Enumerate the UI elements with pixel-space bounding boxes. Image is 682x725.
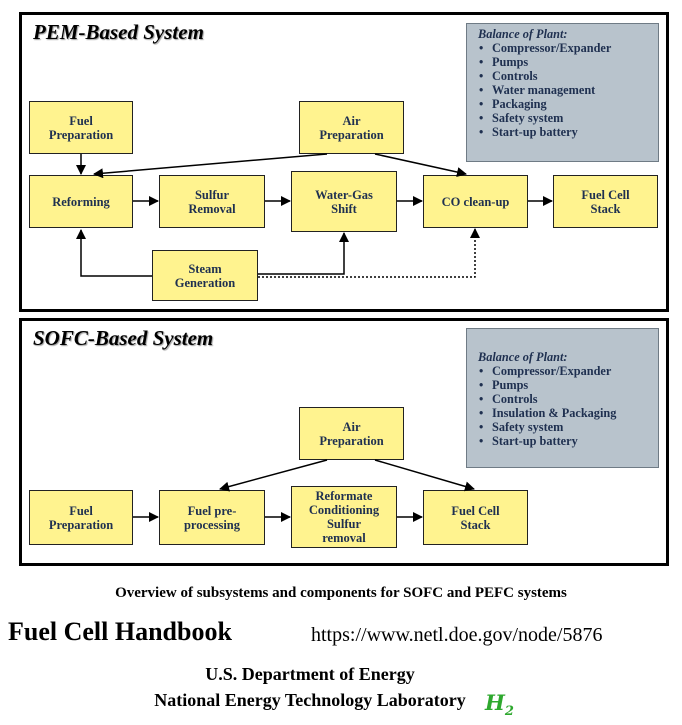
pem-fuel-cell-stack-box: Fuel Cell Stack [553,175,658,228]
pem-co-cleanup-label: CO clean-up [441,194,510,209]
pem-bop-list: Compressor/ExpanderPumpsControlsWater ma… [478,41,650,139]
figure-caption: Overview of subsystems and components fo… [115,585,567,601]
pem-steam-generation-box: Steam Generation [152,250,258,301]
pem-fuel-cell-stack-label: Fuel Cell Stack [581,187,630,216]
sofc-fuel-preprocessing-label: Fuel pre- processing [183,503,241,532]
pem-reforming-box: Reforming [29,175,133,228]
pem-fuel-preparation-box: Fuel Preparation [29,101,133,154]
pem-sulfur-removal-box: Sulfur Removal [159,175,265,228]
pem-bop-item: Start-up battery [478,125,650,139]
sofc-title: SOFC-Based System [33,326,214,350]
sofc-bop-title: Balance of Plant: [478,350,568,364]
sofc-air-preparation-label: Air Preparation [319,419,384,448]
pem-bop-item: Controls [478,69,650,83]
sofc-fuel-cell-stack-box: Fuel Cell Stack [423,490,528,545]
sofc-bop-list: Compressor/ExpanderPumpsControlsInsulati… [478,364,650,448]
pem-water-gas-shift-box: Water-Gas Shift [291,171,397,232]
h2-logo: H2 [485,690,514,720]
pem-balance-of-plant: Balance of Plant: Compressor/ExpanderPum… [466,23,659,162]
pem-air-preparation-label: Air Preparation [319,113,384,142]
sofc-bop-item: Pumps [478,378,650,392]
pem-sulfur-removal-label: Sulfur Removal [188,187,236,216]
pem-water-gas-shift-label: Water-Gas Shift [315,187,373,216]
sofc-fuel-preparation-box: Fuel Preparation [29,490,133,545]
sofc-fuel-cell-stack-label: Fuel Cell Stack [451,503,500,532]
pem-bop-title: Balance of Plant: [478,27,568,41]
handbook-title: Fuel Cell Handbook [8,617,232,646]
sofc-balance-of-plant: Balance of Plant: Compressor/ExpanderPum… [466,328,659,468]
pem-bop-item: Pumps [478,55,650,69]
sofc-bop-item: Start-up battery [478,434,650,448]
sofc-reformate-conditioning-box: Reformate Conditioning Sulfur removal [291,486,397,548]
pem-title: PEM-Based System [33,20,204,44]
pem-bop-item: Safety system [478,111,650,125]
laboratory-name: National Energy Technology Laboratory [154,690,466,710]
pem-bop-item: Compressor/Expander [478,41,650,55]
source-url[interactable]: https://www.netl.doe.gov/node/5876 [311,624,603,646]
pem-reforming-label: Reforming [52,194,110,209]
sofc-bop-item: Safety system [478,420,650,434]
pem-fuel-preparation-label: Fuel Preparation [48,113,114,142]
sofc-bop-item: Compressor/Expander [478,364,650,378]
sofc-air-preparation-box: Air Preparation [299,407,404,460]
pem-bop-item: Packaging [478,97,650,111]
pem-steam-generation-label: Steam Generation [174,261,236,290]
pem-co-cleanup-box: CO clean-up [423,175,528,228]
sofc-reformate-conditioning-label: Reformate Conditioning Sulfur removal [308,489,380,545]
pem-air-preparation-box: Air Preparation [299,101,404,154]
sofc-fuel-preprocessing-box: Fuel pre- processing [159,490,265,545]
sofc-bop-item: Controls [478,392,650,406]
sofc-bop-item: Insulation & Packaging [478,406,650,420]
pem-bop-item: Water management [478,83,650,97]
sofc-fuel-preparation-label: Fuel Preparation [48,503,114,532]
department-name: U.S. Department of Energy [205,664,415,684]
